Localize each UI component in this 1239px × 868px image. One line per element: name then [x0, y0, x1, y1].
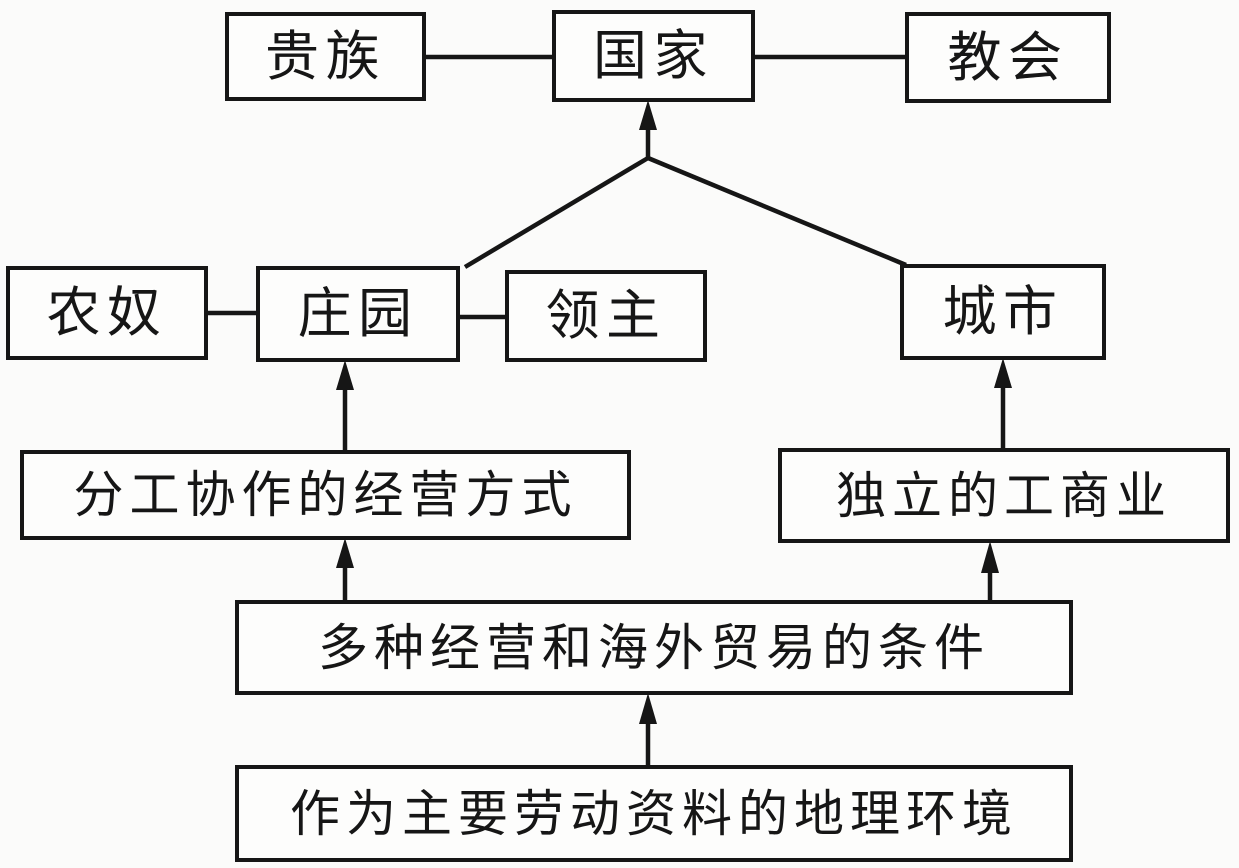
arrowhead-independent	[981, 541, 999, 573]
node-state: 国家	[552, 10, 755, 102]
arrowhead-conditions	[639, 693, 657, 724]
node-division-of-labor: 分工协作的经营方式	[20, 450, 631, 540]
arrowhead-state	[639, 100, 657, 130]
node-geographic-environment: 作为主要劳动资料的地理环境	[235, 765, 1073, 862]
edge-fork-right	[647, 155, 907, 268]
node-lord: 领主	[505, 270, 707, 362]
node-independent-commerce: 独立的工商业	[778, 448, 1230, 543]
edge-fork-left	[463, 156, 650, 269]
node-manor: 庄园	[256, 266, 460, 362]
node-city: 城市	[900, 264, 1106, 360]
node-nobility: 贵族	[225, 12, 426, 101]
arrowhead-manor	[336, 360, 354, 390]
arrowhead-division	[336, 538, 354, 568]
node-church: 教会	[905, 12, 1111, 103]
arrowhead-city	[994, 358, 1012, 388]
node-trade-conditions: 多种经营和海外贸易的条件	[235, 600, 1073, 695]
node-serfs: 农奴	[6, 266, 208, 360]
